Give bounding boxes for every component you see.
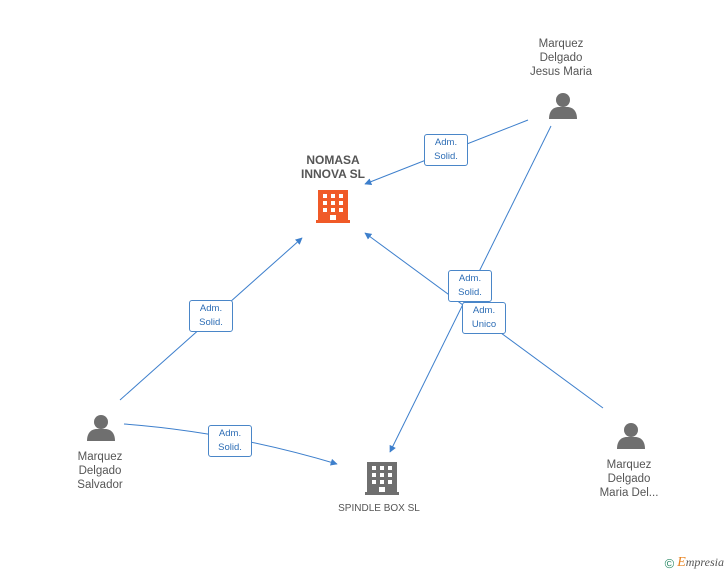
person-maria-label[interactable]: Marquez Delgado Maria Del... bbox=[579, 458, 679, 500]
label-line: Salvador bbox=[77, 479, 123, 491]
footer-brand: © Empresia bbox=[665, 555, 724, 571]
edge-label-salvador-spindle[interactable]: Adm. Solid. bbox=[208, 425, 252, 457]
edge-label-salvador-nomasa[interactable]: Adm. Solid. bbox=[189, 300, 233, 332]
label-line: Delgado bbox=[539, 52, 583, 64]
edge-label-line: Solid. bbox=[218, 442, 242, 453]
company-nomasa-label[interactable]: NOMASA INNOVA SL bbox=[293, 153, 373, 181]
person-jesus-label[interactable]: Marquez Delgado Jesus Maria bbox=[511, 37, 611, 79]
edge-label-line: Adm. bbox=[434, 137, 458, 148]
building-icon bbox=[316, 190, 350, 223]
label-line: Delgado bbox=[607, 473, 651, 485]
edge-label-line: Adm. bbox=[472, 305, 496, 316]
edge-label-line: Adm. bbox=[218, 428, 242, 439]
edge-label-line: Adm. bbox=[458, 273, 482, 284]
edge-label-line: Solid. bbox=[199, 317, 223, 328]
copyright-icon: © bbox=[664, 555, 675, 571]
brand-logo[interactable]: Empresia bbox=[677, 555, 724, 571]
company-spindle-label[interactable]: SPINDLE BOX SL bbox=[324, 502, 434, 516]
person-icon bbox=[549, 93, 577, 119]
label-line: Marquez bbox=[538, 38, 584, 50]
edge-label-jesus-spindle[interactable]: Adm. Unico bbox=[462, 302, 506, 334]
edge-label-maria-nomasa[interactable]: Adm. Solid. bbox=[448, 270, 492, 302]
edge-label-line: Unico bbox=[471, 319, 497, 330]
building-icon bbox=[365, 462, 399, 495]
label-line: INNOVA SL bbox=[300, 167, 365, 181]
label-line: NOMASA bbox=[306, 153, 360, 167]
label-line: Delgado bbox=[78, 465, 122, 477]
label-line: Maria Del... bbox=[599, 487, 659, 499]
brand-initial: E bbox=[677, 555, 686, 570]
edge-label-line: Solid. bbox=[458, 287, 482, 298]
person-icon bbox=[617, 423, 645, 449]
label-line: SPINDLE BOX SL bbox=[338, 503, 420, 514]
person-salvador-label[interactable]: Marquez Delgado Salvador bbox=[50, 450, 150, 492]
edge-label-line: Adm. bbox=[199, 303, 223, 314]
person-icon bbox=[87, 415, 115, 441]
label-line: Marquez bbox=[606, 459, 652, 471]
brand-rest: mpresia bbox=[685, 555, 724, 569]
label-line: Jesus Maria bbox=[530, 66, 592, 78]
edge-label-line: Solid. bbox=[434, 151, 458, 162]
edge-label-jesus-nomasa[interactable]: Adm. Solid. bbox=[424, 134, 468, 166]
label-line: Marquez bbox=[77, 451, 123, 463]
